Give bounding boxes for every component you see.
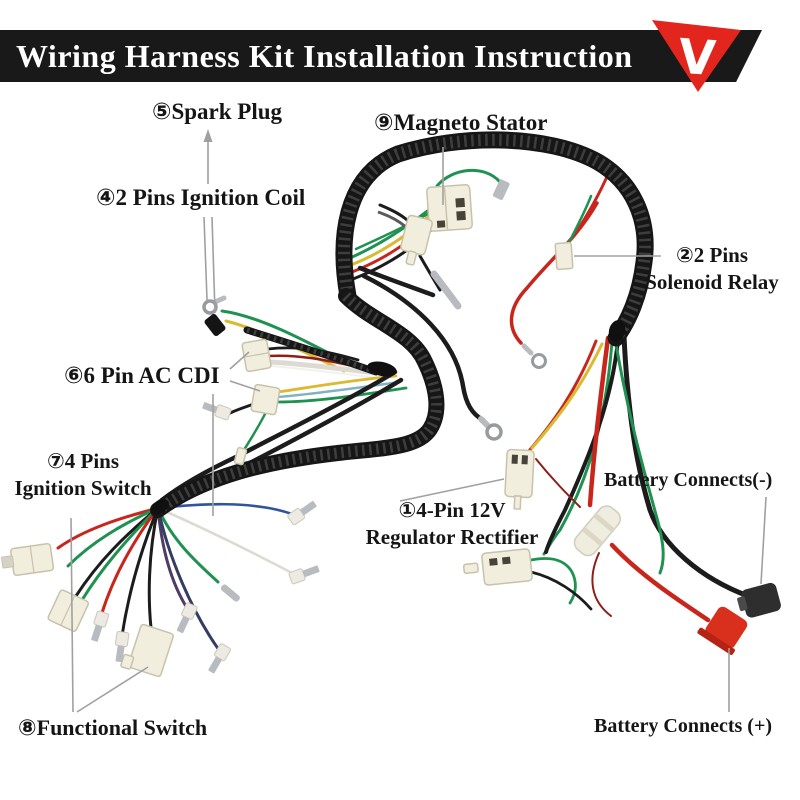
spade-terminal [176, 602, 198, 634]
callout-lines [70, 129, 767, 713]
bullet-terminal [430, 270, 462, 310]
spade-terminal [114, 631, 130, 663]
cdi-connector-upper [241, 338, 272, 373]
battery-negative-terminal [737, 582, 781, 618]
label-functional-switch: ⑧Functional Switch [18, 715, 208, 740]
small-terminal [233, 446, 248, 466]
fan-connector-right [120, 623, 174, 678]
red-wire-ring-terminal [521, 343, 547, 369]
right-harness-wires [509, 165, 751, 623]
brand-logo: V [652, 20, 741, 92]
title-banner: Wiring Harness Kit Installation Instruct… [0, 30, 762, 82]
battery-positive-terminal [697, 606, 748, 655]
label-battery-negative: Battery Connects(-) [604, 469, 773, 491]
label-magneto-stator: ⑨Magneto Stator [374, 110, 548, 135]
spark-plug-terminals [202, 295, 227, 336]
regulator-connector [504, 448, 535, 510]
tape-wrap [608, 320, 626, 342]
bullet-terminal [492, 179, 510, 200]
two-pin-connector [400, 214, 433, 266]
fan-connector-left [1, 542, 55, 577]
banner-title: Wiring Harness Kit Installation Instruct… [16, 38, 633, 74]
label-ignition-coil: ④2 Pins Ignition Coil [96, 185, 306, 210]
spade-terminal [287, 500, 317, 526]
label-ac-cdi: ⑥6 Pin AC CDI [64, 363, 220, 388]
coil-sheath [243, 326, 380, 376]
spade-terminal [91, 610, 110, 642]
black-wire-ring-terminal [478, 416, 503, 441]
label-regulator-rectifier: ①4-Pin 12V Regulator Rectifier [365, 498, 539, 549]
logo-letter: V [677, 29, 718, 87]
cdi-spade-terminal [202, 402, 232, 421]
lower-loom [150, 288, 445, 518]
spade-terminal [288, 565, 320, 585]
main-loom-arch [335, 131, 654, 347]
regulator-mate-connector [462, 548, 533, 586]
bullet-terminal [220, 584, 240, 602]
label-battery-positive: Battery Connects (+) [594, 715, 773, 737]
magneto-connector [426, 184, 473, 232]
tape-wrap [367, 361, 397, 377]
label-spark-plug: ⑤Spark Plug [152, 99, 283, 124]
label-ignition-switch: ⑦4 Pins Ignition Switch [14, 449, 152, 500]
label-solenoid-relay: ②2 Pins Solenoid Relay [645, 243, 779, 294]
inline-fuse-holder [573, 505, 621, 557]
cdi-connector-lower [250, 383, 281, 416]
solenoid-relay-connector [554, 241, 574, 271]
spade-terminal [208, 643, 231, 674]
fan-connector-mid [47, 589, 90, 632]
logo-triangle [652, 20, 741, 92]
tape-wrap [151, 499, 169, 515]
